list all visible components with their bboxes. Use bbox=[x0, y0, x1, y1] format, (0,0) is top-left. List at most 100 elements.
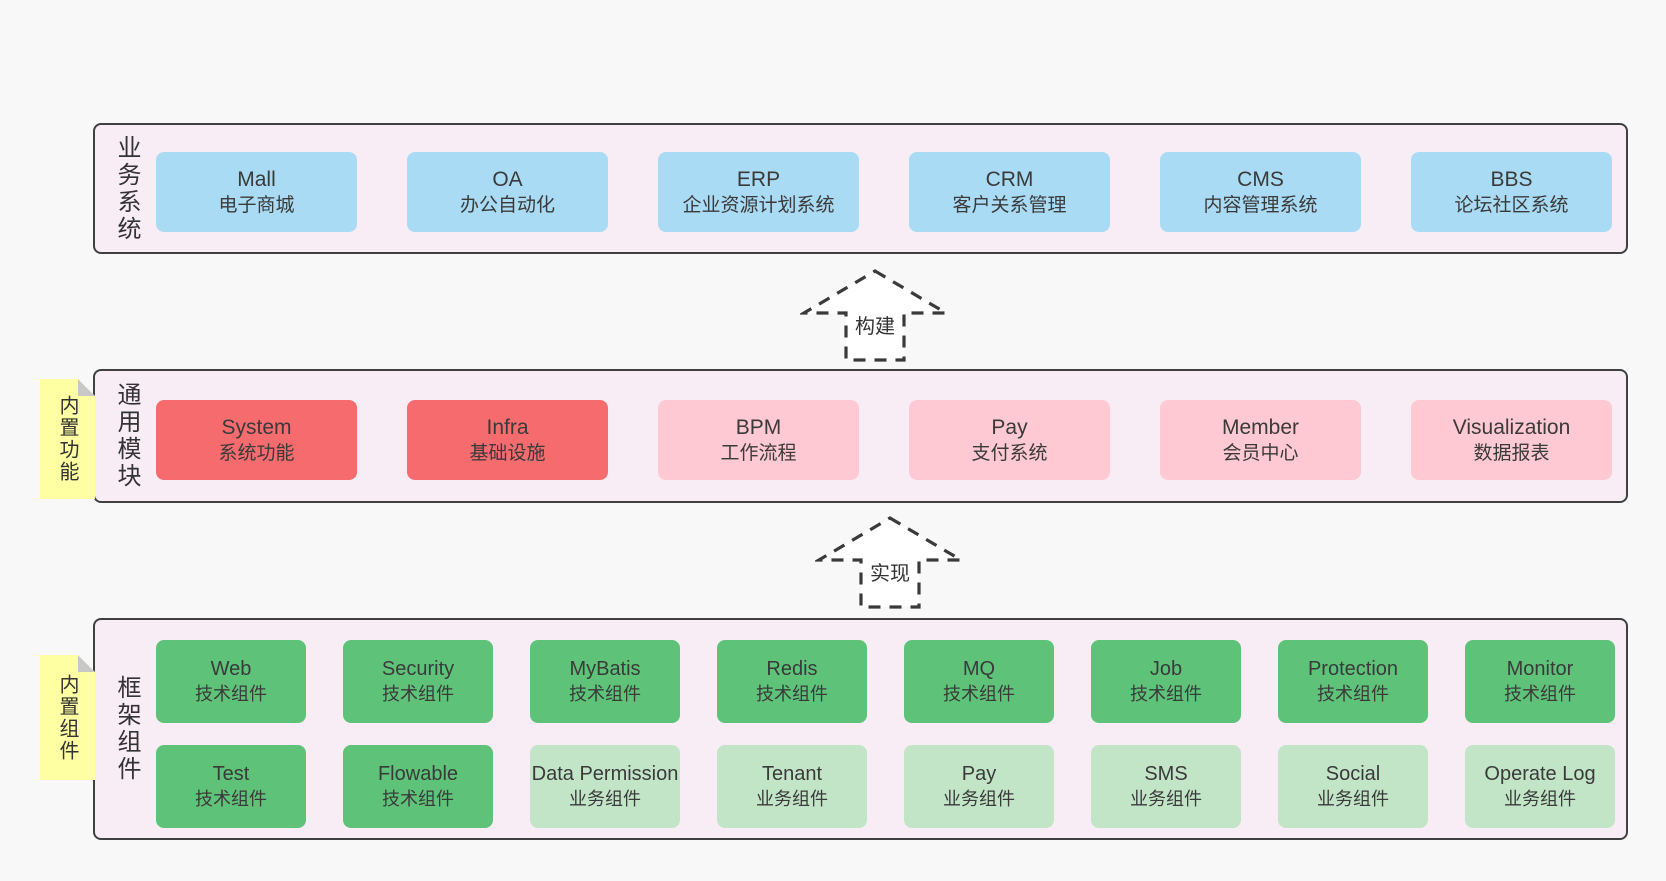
box-title: Flowable bbox=[377, 762, 459, 785]
box-subtitle: 技术组件 bbox=[569, 683, 641, 704]
build-arrow-label: 构建 bbox=[852, 310, 898, 339]
sticky-label: 内置组件 bbox=[56, 673, 78, 762]
box-subtitle: 工作流程 bbox=[720, 443, 797, 465]
box-subtitle: 支付系统 bbox=[971, 443, 1048, 465]
box-title: Web bbox=[210, 657, 252, 680]
box-crm: CRM 客户关系管理 bbox=[909, 152, 1110, 232]
box-subtitle: 数据报表 bbox=[1473, 443, 1550, 465]
box-tenant: Tenant 业务组件 bbox=[717, 745, 867, 828]
section-common-modules: 通用模块 System 系统功能 Infra 基础设施 BPM 工作流程 Pay… bbox=[93, 369, 1628, 503]
box-subtitle: 办公自动化 bbox=[459, 195, 555, 217]
box-title: MQ bbox=[962, 657, 996, 680]
box-subtitle: 技术组件 bbox=[382, 788, 454, 809]
box-title: ERP bbox=[736, 167, 781, 191]
box-data-permission: Data Permission 业务组件 bbox=[530, 745, 680, 828]
components-box-row-2: Test 技术组件 Flowable 技术组件 Data Permission … bbox=[156, 745, 1615, 828]
section-framework-components: 框架组件 Web 技术组件 Security 技术组件 MyBatis 技术组件… bbox=[93, 618, 1628, 840]
box-erp: ERP 企业资源计划系统 bbox=[658, 152, 859, 232]
sticky-label: 内置功能 bbox=[56, 395, 78, 483]
box-title: Visualization bbox=[1452, 415, 1571, 439]
box-subtitle: 基础设施 bbox=[469, 443, 546, 465]
box-social: Social 业务组件 bbox=[1278, 745, 1428, 828]
box-title: BBS bbox=[1490, 167, 1533, 191]
box-subtitle: 业务组件 bbox=[756, 788, 828, 809]
box-title: Mall bbox=[237, 167, 276, 191]
box-title: Tenant bbox=[761, 762, 823, 785]
section-components-label: 框架组件 bbox=[113, 675, 140, 783]
box-system: System 系统功能 bbox=[156, 400, 357, 480]
box-mall: Mall 电子商城 bbox=[156, 152, 357, 232]
box-subtitle: 业务组件 bbox=[569, 788, 641, 809]
box-subtitle: 技术组件 bbox=[756, 683, 828, 704]
box-subtitle: 技术组件 bbox=[1504, 683, 1576, 704]
box-title: Protection bbox=[1307, 657, 1399, 680]
box-pay-biz: Pay 业务组件 bbox=[904, 745, 1054, 828]
box-title: SMS bbox=[1144, 762, 1188, 785]
box-security: Security 技术组件 bbox=[343, 640, 493, 723]
box-subtitle: 技术组件 bbox=[943, 683, 1015, 704]
box-title: Test bbox=[212, 762, 250, 785]
box-title: OA bbox=[492, 167, 523, 191]
box-job: Job 技术组件 bbox=[1091, 640, 1241, 723]
box-title: Job bbox=[1149, 657, 1183, 680]
build-arrow: 构建 bbox=[800, 268, 950, 363]
box-mybatis: MyBatis 技术组件 bbox=[530, 640, 680, 723]
box-title: Pay bbox=[991, 415, 1028, 439]
box-flowable: Flowable 技术组件 bbox=[343, 745, 493, 828]
box-title: Infra bbox=[486, 415, 529, 439]
box-mq: MQ 技术组件 bbox=[904, 640, 1054, 723]
box-title: CMS bbox=[1237, 167, 1284, 191]
box-monitor: Monitor 技术组件 bbox=[1465, 640, 1615, 723]
box-subtitle: 系统功能 bbox=[218, 443, 295, 465]
box-subtitle: 技术组件 bbox=[195, 683, 267, 704]
box-title: Member bbox=[1221, 415, 1300, 439]
box-subtitle: 业务组件 bbox=[1317, 788, 1389, 809]
box-bbs: BBS 论坛社区系统 bbox=[1411, 152, 1612, 232]
box-subtitle: 技术组件 bbox=[1130, 683, 1202, 704]
box-title: Data Permission bbox=[531, 762, 679, 785]
implement-arrow: 实现 bbox=[815, 515, 965, 610]
modules-box-row: System 系统功能 Infra 基础设施 BPM 工作流程 Pay 支付系统… bbox=[156, 400, 1612, 480]
box-operate-log: Operate Log 业务组件 bbox=[1465, 745, 1615, 828]
box-subtitle: 技术组件 bbox=[382, 683, 454, 704]
box-subtitle: 电子商城 bbox=[218, 195, 295, 217]
box-title: MyBatis bbox=[569, 657, 641, 680]
box-visualization: Visualization 数据报表 bbox=[1411, 400, 1612, 480]
box-subtitle: 论坛社区系统 bbox=[1454, 195, 1569, 217]
box-redis: Redis 技术组件 bbox=[717, 640, 867, 723]
box-subtitle: 技术组件 bbox=[195, 788, 267, 809]
box-title: Social bbox=[1325, 762, 1381, 785]
box-title: Security bbox=[381, 657, 455, 680]
box-pay: Pay 支付系统 bbox=[909, 400, 1110, 480]
box-subtitle: 客户关系管理 bbox=[952, 195, 1067, 217]
components-box-row-1: Web 技术组件 Security 技术组件 MyBatis 技术组件 Redi… bbox=[156, 640, 1615, 723]
section-business-label: 业务系统 bbox=[113, 134, 140, 243]
box-title: Operate Log bbox=[1484, 762, 1596, 785]
box-protection: Protection 技术组件 bbox=[1278, 640, 1428, 723]
box-title: System bbox=[221, 415, 292, 439]
box-title: CRM bbox=[985, 167, 1034, 191]
box-infra: Infra 基础设施 bbox=[407, 400, 608, 480]
section-business-systems: 业务系统 Mall 电子商城 OA 办公自动化 ERP 企业资源计划系统 CRM… bbox=[93, 123, 1628, 254]
sticky-note-built-in-components: 内置组件 bbox=[40, 655, 95, 780]
box-oa: OA 办公自动化 bbox=[407, 152, 608, 232]
box-title: Redis bbox=[766, 657, 818, 680]
box-cms: CMS 内容管理系统 bbox=[1160, 152, 1361, 232]
sticky-note-built-in-functions: 内置功能 bbox=[40, 379, 95, 499]
box-title: Pay bbox=[961, 762, 997, 785]
box-bpm: BPM 工作流程 bbox=[658, 400, 859, 480]
box-subtitle: 业务组件 bbox=[1504, 788, 1576, 809]
box-test: Test 技术组件 bbox=[156, 745, 306, 828]
box-subtitle: 技术组件 bbox=[1317, 683, 1389, 704]
box-subtitle: 业务组件 bbox=[943, 788, 1015, 809]
box-subtitle: 企业资源计划系统 bbox=[682, 195, 835, 217]
box-subtitle: 业务组件 bbox=[1130, 788, 1202, 809]
implement-arrow-label: 实现 bbox=[867, 557, 913, 586]
box-web: Web 技术组件 bbox=[156, 640, 306, 723]
box-subtitle: 会员中心 bbox=[1222, 443, 1299, 465]
box-title: BPM bbox=[735, 415, 782, 439]
box-title: Monitor bbox=[1506, 657, 1574, 680]
box-subtitle: 内容管理系统 bbox=[1203, 195, 1318, 217]
business-box-row: Mall 电子商城 OA 办公自动化 ERP 企业资源计划系统 CRM 客户关系… bbox=[156, 152, 1612, 232]
